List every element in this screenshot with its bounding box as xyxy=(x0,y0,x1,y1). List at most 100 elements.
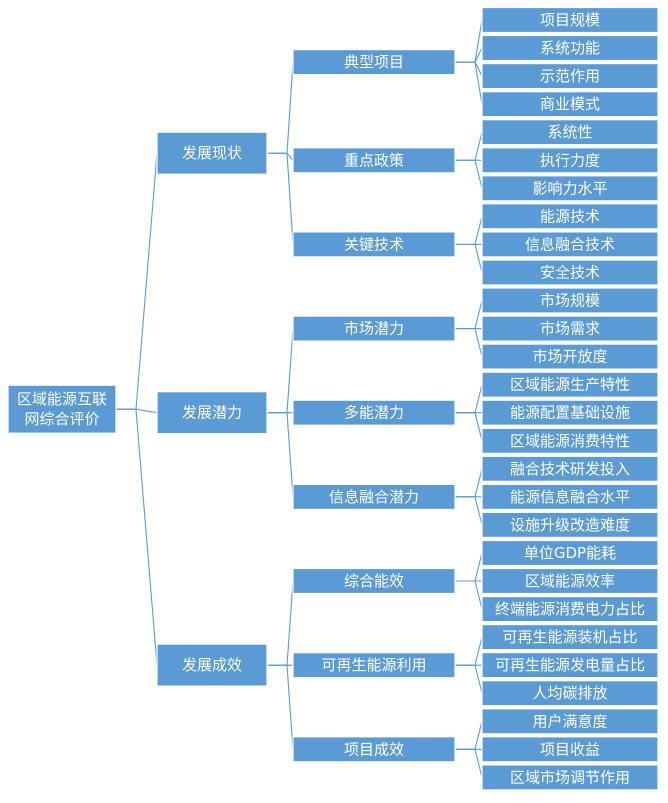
sub-category-node-box xyxy=(292,483,456,510)
sub-category-node-label: 多能潜力 xyxy=(344,404,404,422)
leaf-node-box xyxy=(481,175,659,202)
leaf-node-box xyxy=(481,259,659,286)
sub-category-node: 典型项目 xyxy=(292,48,456,76)
sub-category-node-box xyxy=(292,315,456,342)
connector-lines xyxy=(116,19,483,778)
leaf-node-label: 用户满意度 xyxy=(532,712,607,730)
leaf-node: 能源技术 xyxy=(481,203,659,230)
sub-category-node-label: 综合能效 xyxy=(344,572,404,590)
sub-category-node-box xyxy=(292,736,456,763)
sub-category-node-label: 市场潜力 xyxy=(344,320,404,338)
leaf-node-box xyxy=(481,371,659,398)
sub-category-node: 可再生能源利用 xyxy=(292,652,456,679)
connector-line xyxy=(116,408,158,666)
sub-category-node-label: 关键技术 xyxy=(344,235,404,253)
connector-line xyxy=(455,748,483,778)
leaf-node: 可再生能源发电量占比 xyxy=(481,651,659,679)
leaf-node-box xyxy=(481,736,659,763)
connector-line xyxy=(267,62,294,154)
root-node-box xyxy=(7,384,117,434)
leaf-node-label: 信息融合技术 xyxy=(525,235,615,253)
leaf-node-box xyxy=(481,34,659,62)
leaf-node-box xyxy=(481,595,659,623)
leaf-node-label: 区域能源生产特性 xyxy=(510,376,630,394)
connector-line xyxy=(455,636,483,666)
connector-line xyxy=(267,580,294,666)
leaf-node-label: 安全技术 xyxy=(540,264,600,282)
leaf-node-box xyxy=(481,62,659,90)
leaf-node: 信息融合技术 xyxy=(481,231,659,258)
category-node-label: 发展现状 xyxy=(182,144,242,162)
leaf-node-label: 能源配置基础设施 xyxy=(510,404,630,422)
leaf-node-box xyxy=(481,287,659,314)
leaf-node: 项目规模 xyxy=(481,6,659,34)
leaf-node-box xyxy=(481,483,659,510)
leaf-node-label: 能源信息融合水平 xyxy=(510,488,630,506)
sub-category-node: 信息融合潜力 xyxy=(292,483,456,510)
leaf-node-label: 设施升级改造难度 xyxy=(510,516,630,534)
leaf-node: 执行力度 xyxy=(481,147,659,174)
sub-category-node-box xyxy=(292,147,456,174)
connector-line xyxy=(267,664,294,750)
leaf-node-box xyxy=(481,399,659,426)
leaf-node-label: 系统性 xyxy=(547,123,592,141)
connector-line xyxy=(455,61,483,105)
connector-line xyxy=(116,153,158,410)
sub-category-node-box xyxy=(292,567,456,595)
leaf-node-label: 影响力水平 xyxy=(532,179,607,197)
leaf-node-box xyxy=(481,147,659,174)
connector-line xyxy=(455,47,483,63)
leaf-node: 市场开放度 xyxy=(481,343,659,370)
connector-line xyxy=(267,152,294,245)
connector-line xyxy=(455,300,483,330)
sub-category-node-box xyxy=(292,652,456,679)
sub-category-node-label: 可再生能源利用 xyxy=(321,656,426,674)
leaf-node-label: 可再生能源装机占比 xyxy=(502,628,637,646)
leaf-node-box xyxy=(481,6,659,34)
leaf-node-label: 可再生能源发电量占比 xyxy=(495,656,645,674)
leaf-node-box xyxy=(481,119,659,146)
sub-category-node-label: 典型项目 xyxy=(344,53,404,71)
leaf-node-box xyxy=(481,203,659,230)
category-node-label: 发展潜力 xyxy=(182,404,242,422)
leaf-node-box xyxy=(481,764,659,791)
leaf-node-box xyxy=(481,623,659,651)
leaf-node: 示范作用 xyxy=(481,62,659,90)
connector-line xyxy=(267,412,294,497)
sub-category-node-box xyxy=(292,48,456,76)
leaf-node: 项目收益 xyxy=(481,736,659,763)
leaf-node: 人均碳排放 xyxy=(481,680,659,707)
root-node-label: 网综合评价 xyxy=(24,410,99,428)
leaf-node: 可再生能源装机占比 xyxy=(481,623,659,651)
connector-line xyxy=(455,132,483,161)
connector-line xyxy=(455,664,483,694)
leaf-node-label: 项目规模 xyxy=(540,11,600,29)
leaf-node: 能源配置基础设施 xyxy=(481,399,659,426)
sub-category-node: 项目成效 xyxy=(292,736,456,763)
connector-line xyxy=(455,216,483,245)
leaf-node-label: 市场规模 xyxy=(540,292,600,310)
leaf-node-box xyxy=(481,567,659,595)
leaf-node-label: 终端能源消费电力占比 xyxy=(495,600,645,618)
connector-line xyxy=(455,243,483,273)
leaf-node-label: 系统功能 xyxy=(540,39,600,57)
leaf-node-box xyxy=(481,680,659,707)
sub-category-node: 关键技术 xyxy=(292,231,456,258)
category-node-label: 发展成效 xyxy=(182,656,242,674)
sub-category-node: 重点政策 xyxy=(292,147,456,174)
leaf-node-label: 区域市场调节作用 xyxy=(510,768,630,786)
leaf-node: 影响力水平 xyxy=(481,175,659,202)
leaf-node-box xyxy=(481,539,659,567)
leaf-node: 区域能源消费特性 xyxy=(481,427,659,454)
leaf-node: 市场规模 xyxy=(481,287,659,314)
leaf-node: 融合技术研发投入 xyxy=(481,455,659,482)
leaf-node-label: 区域能源消费特性 xyxy=(510,432,630,450)
leaf-node-label: 商业模式 xyxy=(540,95,600,113)
leaf-node-box xyxy=(481,91,659,118)
leaf-node-label: 执行力度 xyxy=(540,151,600,169)
sub-category-node-label: 重点政策 xyxy=(344,151,404,169)
root-node-label: 区域能源互联 xyxy=(17,390,107,408)
category-node-box xyxy=(156,391,268,435)
